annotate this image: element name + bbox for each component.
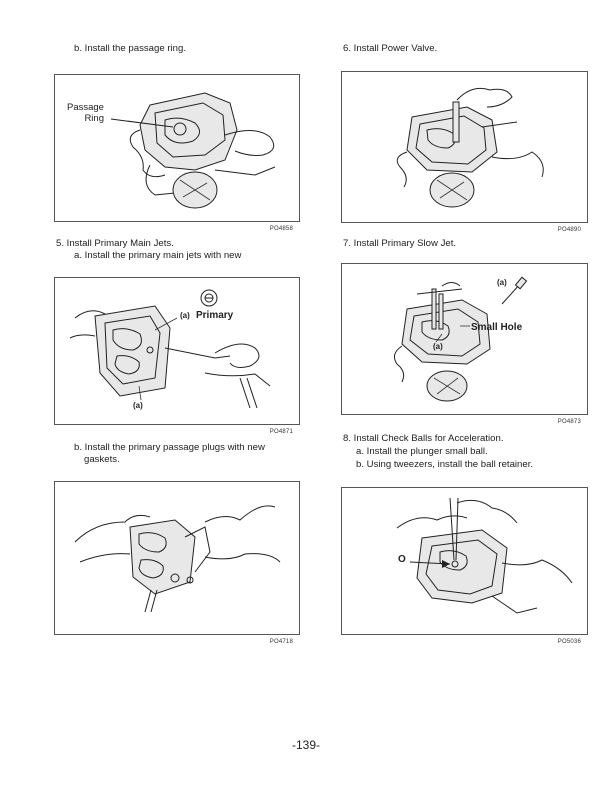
callout-small-hole: Small Hole [471,322,523,333]
step-8-text: 8. Install Check Balls for Acceleration. [343,433,504,444]
callout-line-1: Passage [67,102,104,113]
figure-primary-slow-jet: (a) Small Hole (a) PO4873 [341,263,588,425]
callout-o: O [398,554,406,565]
carburetor-illustration [110,92,276,209]
callout-primary: Primary [196,310,234,321]
check-ball-illustration [396,497,573,614]
figure-primary-passage-plugs: PO4718 [54,481,300,645]
step-8b-text: b. Using tweezers, install the ball reta… [356,459,534,470]
page-number: -139- [291,738,320,752]
figure-check-balls: O PO5036 [341,487,588,645]
callout-a-1: (a) [180,311,190,320]
callout-a-1: (a) [497,278,507,287]
figure-code: PO4890 [557,227,581,233]
slow-jet-illustration [393,276,528,402]
step-5-text: 5. Install Primary Main Jets. [56,238,174,249]
callout-a-2: (a) [133,401,143,410]
figure-power-valve: PO4890 [341,71,588,233]
figure-code: PO4858 [269,226,293,232]
callout-line-2: Ring [84,113,104,124]
figure-code: PO4718 [269,639,293,645]
figure-code: PO4873 [557,419,581,425]
figure-code: PO4871 [269,429,293,435]
power-valve-illustration [396,87,544,208]
step-8a-text: a. Install the plunger small ball. [356,446,488,457]
figure-primary-main-jets: (a) Primary (a) PO4871 [54,277,300,435]
step-6-text: 6. Install Power Valve. [343,43,438,54]
callout-a-2: (a) [433,342,443,351]
step-5a-text: a. Install the primary main jets with ne… [74,250,242,261]
figure-code: PO5036 [557,639,581,645]
step-7-text: 7. Install Primary Slow Jet. [343,238,457,249]
step-4b-text: b. Install the passage ring. [74,43,186,54]
figure-passage-ring: Passage Ring PO4858 [54,74,300,232]
step-5b-line2: gaskets. [84,454,120,465]
passage-ring-callout: Passage Ring [67,102,104,124]
main-jet-illustration [69,289,271,409]
passage-plug-illustration [74,505,281,613]
step-5b-line1: b. Install the primary passage plugs wit… [74,442,265,453]
